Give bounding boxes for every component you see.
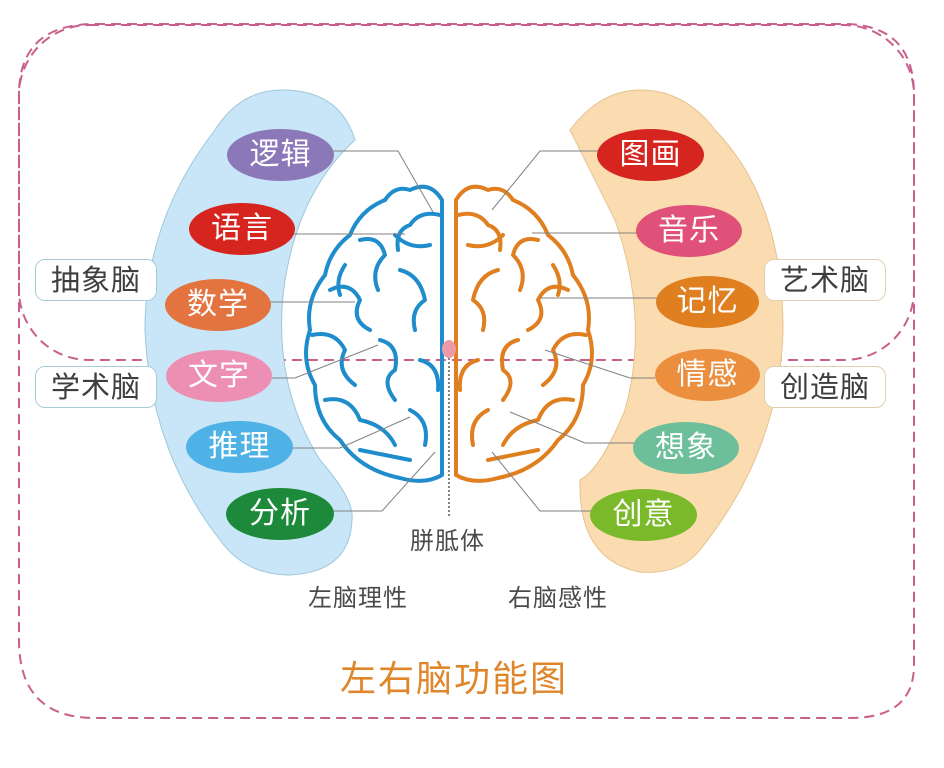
pill-creativity: 创意 <box>590 489 697 541</box>
corpus-callosum-dot <box>442 340 456 358</box>
tag-creative-brain: 创造脑 <box>764 366 886 408</box>
right-brain-emotional-label: 右脑感性 <box>508 584 608 612</box>
right-connectors <box>491 150 658 512</box>
diagram-title: 左右脑功能图 <box>340 659 569 700</box>
left-brain-rational-label: 左脑理性 <box>308 584 408 612</box>
tag-abstract-brain: 抽象脑 <box>35 259 157 301</box>
pill-text: 文字 <box>166 350 272 402</box>
tag-academic-brain: 学术脑 <box>35 366 157 408</box>
left-connectors <box>270 150 436 512</box>
pill-reasoning: 推理 <box>186 421 293 473</box>
pill-language: 语言 <box>189 203 295 255</box>
left-brain-hemisphere <box>304 184 444 483</box>
pill-imagination: 想象 <box>633 422 739 474</box>
right-brain-hemisphere <box>454 184 594 483</box>
pill-logic: 逻辑 <box>227 129 334 181</box>
pill-memory: 记忆 <box>656 276 759 328</box>
outer-dashed-border <box>18 23 915 719</box>
corpus-callosum-label: 胼胝体 <box>410 527 485 555</box>
pill-emotion: 情感 <box>655 349 760 401</box>
pill-math: 数学 <box>165 279 271 331</box>
pill-drawing: 图画 <box>597 129 704 181</box>
tag-art-brain: 艺术脑 <box>764 259 886 301</box>
pill-analysis: 分析 <box>226 488 334 540</box>
pill-music: 音乐 <box>636 205 742 257</box>
